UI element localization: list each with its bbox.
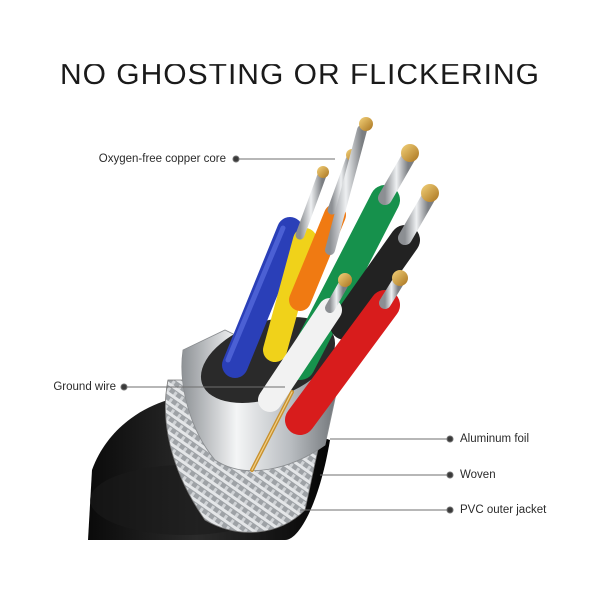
callout-label-copper-core: Oxygen-free copper core <box>98 153 226 165</box>
inner-wire-black <box>330 184 439 340</box>
inner-wire-yellow <box>263 166 329 362</box>
inner-wire-red <box>285 270 408 435</box>
callout-label-aluminum-foil: Aluminum foil <box>460 433 530 445</box>
inner-wire-blue <box>222 217 303 378</box>
callout-lines <box>120 155 454 514</box>
headline: NO GHOSTING OR FLICKERING <box>59 58 541 91</box>
callout-label-ground-wire: Ground wire <box>53 381 116 393</box>
ground-wire <box>250 390 294 472</box>
copper-core-top <box>325 117 373 255</box>
callout-label-woven: Woven <box>460 469 496 481</box>
callout-label-pvc-jacket: PVC outer jacket <box>460 504 547 516</box>
inner-wire-white <box>258 273 352 412</box>
